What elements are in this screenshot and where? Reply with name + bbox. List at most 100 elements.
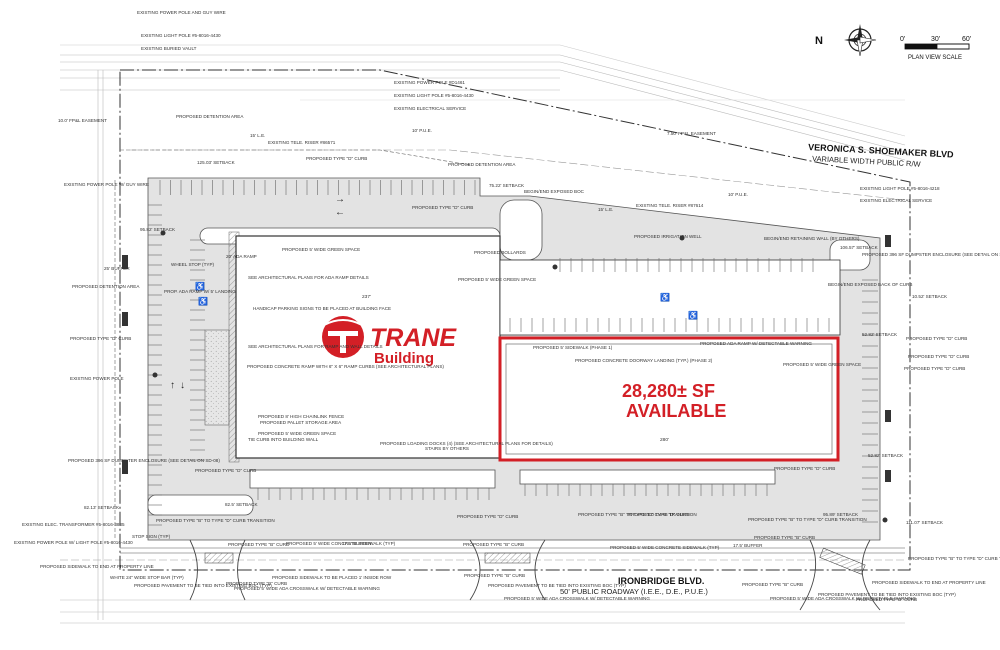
callout-top-26: 106.57' SETBACK <box>840 245 879 250</box>
callout-left-17: PROPOSED TYPE "D" CURB <box>195 468 256 473</box>
callout-right-2: 10.52' SETBACK <box>912 294 948 299</box>
callout-left-21: STOP SIGN (TYP) <box>132 534 171 539</box>
callout-top-16: EXISTING ELECTRICAL SERVICE <box>860 198 932 203</box>
callout-center-7: PROPOSED ADA RAMP W/ DETECTABLE WARNING <box>700 341 812 346</box>
callout-left-10: EXISTING POWER POLE <box>70 376 124 381</box>
callout-center-6: PROPOSED CONCRETE DOORWAY LANDING (TYP.)… <box>575 358 713 363</box>
callout-center-11: PROPOSED TYPE "D" CURB <box>457 514 518 519</box>
callout-right-3: 52.82' SETBACK <box>862 332 898 337</box>
callout-center-3: PROPOSED LOADING DOCKS (4) (SEE ARCHITEC… <box>380 441 553 446</box>
callout-top-6: PROPOSED DETENTION AREA <box>176 114 244 119</box>
callout-center-0: PROPOSED 5' WIDE GREEN SPACE <box>282 247 360 252</box>
callout-top-4: EXISTING LIGHT POLE #5-8016-4430 <box>394 93 474 98</box>
callout-top-8: PROPOSED DETENTION AREA <box>448 162 516 167</box>
traffic-arrows: → ← ↑ ↓ <box>170 194 345 391</box>
callout-right-10: PROPOSED TYPE "B" TO TYPE "D" CURB TRANS… <box>908 556 1000 561</box>
callout-left-7: HANDICAP PARKING SIGNS TO BE PLACED AT B… <box>253 306 391 311</box>
site-symbols <box>122 230 891 523</box>
building-label: Building <box>374 350 434 367</box>
driveways <box>189 539 881 611</box>
callout-top-0: EXISTING POWER POLE AND GUY WIRE <box>137 10 226 15</box>
callout-top-22: 15' L.E. <box>250 133 265 138</box>
callout-left-8: PROPOSED TYPE "D" CURB <box>70 336 131 341</box>
svg-text:↑: ↑ <box>170 380 175 391</box>
svg-text:↓: ↓ <box>180 380 185 391</box>
callout-top-9: PROPOSED TYPE "D" CURB <box>306 156 367 161</box>
callout-top-20: 10' P.U.E. <box>412 128 432 133</box>
callout-top-11: PROPOSED TYPE "D" CURB <box>412 205 473 210</box>
callout-left-23: PROPOSED TYPE "B" CURB <box>228 542 289 547</box>
callout-left-25: PROPOSED PAVEMENT TO BE TIED INTO EXISTI… <box>134 583 272 588</box>
callout-right-5: PROPOSED TYPE "D" CURB <box>904 366 965 371</box>
callout-top-10: BEGIN/END EXPOSED BOC <box>524 189 585 194</box>
scale-tick-0: 0' <box>900 36 905 43</box>
callout-right-12: PROPOSED TYPE "B" CURB <box>742 582 803 587</box>
callout-left-19: EXISTING POWER POLE W/ LIGHT POLE #5-801… <box>14 540 133 545</box>
sidewalk <box>120 547 905 554</box>
callout-center-9: PROPOSED TYPE "D" CURB <box>628 512 689 517</box>
callout-center-14: PROPOSED 5' WIDE CONCRETE SIDEWALK (TYP) <box>610 545 720 550</box>
callout-center-17: PROPOSED PAVEMENT TO BE TIED INTO EXISTI… <box>488 583 626 588</box>
svg-text:→: → <box>335 194 345 205</box>
callout-top-14: BEGIN/END RETAINING WALL (BY OTHERS) <box>764 236 860 241</box>
callout-left-15: PROPOSED 5' WIDE GREEN SPACE <box>258 431 336 436</box>
callout-left-16: PROPOSED 396 SF DUMPSTER ENCLOSURE (SEE … <box>68 458 220 463</box>
callout-top-18: 10.0' FP&L EASEMENT <box>58 118 107 123</box>
north-arrow-icon <box>844 24 877 57</box>
callout-top-2: EXISTING BURIED VAULT <box>141 46 197 51</box>
ironbridge-road-name: IRONBRIDGE BLVD. <box>618 576 704 586</box>
callout-right-4: PROPOSED TYPE "D" CURB <box>908 354 969 359</box>
available-label: AVAILABLE <box>626 401 726 421</box>
svg-text:♿: ♿ <box>198 296 208 306</box>
callout-top-17: PROPOSED 396 SF DUMPSTER ENCLOSURE (SEE … <box>862 252 1000 257</box>
callout-right-8: PROPOSED TYPE "D" CURB <box>774 466 835 471</box>
ada-symbols: ♿ ♿ ♿ ♿ <box>195 281 698 320</box>
callout-top-23: 15' L.E. <box>598 207 613 212</box>
callout-center-10: PROPOSED TYPE "B" TO TYPE "D" CURB TRANS… <box>578 512 697 517</box>
callout-left-20: PROPOSED SIDEWALK TO END AT PROPERTY LIN… <box>40 564 154 569</box>
available-width-dim: 280' <box>660 437 669 443</box>
callout-center-2: PROPOSED 5' WIDE GREEN SPACE <box>458 277 536 282</box>
callout-top-5: EXISTING ELECTRICAL SERVICE <box>394 106 466 111</box>
building-width-dim: 237' <box>362 294 371 300</box>
trane-wordmark: TRANE <box>370 324 457 352</box>
callout-layer: EXISTING POWER POLE AND GUY WIRE EXISTING… <box>14 10 1000 602</box>
callout-left-26: PROPOSED TYPE "B" CURB <box>226 581 287 586</box>
callout-left-13: PROPOSED PALLET STORAGE AREA <box>260 420 342 425</box>
callout-left-4: 25' BUFFER <box>104 266 130 271</box>
callout-right-0: PROPOSED TYPE "D" CURB <box>906 336 967 341</box>
available-suite[interactable] <box>498 336 840 462</box>
callout-top-27: EXISTING POWER POLE W/ GUY WIRE <box>64 182 149 187</box>
callout-right-16: 95.89' SETBACK <box>823 512 859 517</box>
scale-title: PLAN VIEW SCALE <box>908 55 962 61</box>
callout-center-18: PROPOSED 5' WIDE ADA CROSSWALK W/ DETECT… <box>504 596 650 601</box>
callout-center-16: PROPOSED TYPE "B" CURB <box>464 573 525 578</box>
parking-stalls <box>148 180 878 526</box>
crosswalks <box>204 547 866 575</box>
svg-text:←: ← <box>335 207 345 218</box>
callout-center-8: PROPOSED 5' WIDE GREEN SPACE <box>783 362 861 367</box>
callout-right-1: BEGIN/END EXPOSED BACK OF CURB <box>828 282 913 287</box>
building-footprint <box>235 235 501 459</box>
stippled-walkway <box>204 329 230 426</box>
available-sf: 28,280± SF <box>622 381 715 401</box>
callout-top-21: 10' P.U.E. <box>728 192 748 197</box>
property-boundary <box>119 69 911 571</box>
callout-right-13: PROPOSED 5' WIDE ADA CROSSWALK W/ DETECT… <box>770 596 916 601</box>
callout-center-1: PROPOSED BOLLARDS <box>474 250 526 255</box>
callout-right-15: PROPOSED TYPE "B" CURB <box>856 597 917 602</box>
callout-top-3: EXISTING POWER POLE #D1461 <box>394 80 465 85</box>
callout-top-25: 75.22' SETBACK <box>489 183 525 188</box>
callout-left-29: PROPOSED SIDEWALK TO BE PLACED 1' INSIDE… <box>272 575 392 580</box>
callout-left-24: WHITE 24" WIDE STOP BAR (TYP) <box>110 575 184 580</box>
scale-bar <box>904 43 970 50</box>
callout-right-17: 111.07' SETBACK <box>906 520 944 525</box>
callout-center-5: PROPOSED 5' SIDEWALK (PHASE 1) <box>533 345 613 350</box>
svg-text:♿: ♿ <box>660 292 670 302</box>
callout-right-14: PROPOSED SIDEWALK TO END AT PROPERTY LIN… <box>872 580 986 585</box>
callout-left-27: PROPOSED 5' WIDE ADA CROSSWALK W/ DETECT… <box>234 586 380 591</box>
callout-left-6: PROP. ADA RAMP W/ 5' LANDING <box>164 289 236 294</box>
callout-center-12: 17.5' BUFFER <box>342 541 372 546</box>
building-annex <box>499 259 841 336</box>
